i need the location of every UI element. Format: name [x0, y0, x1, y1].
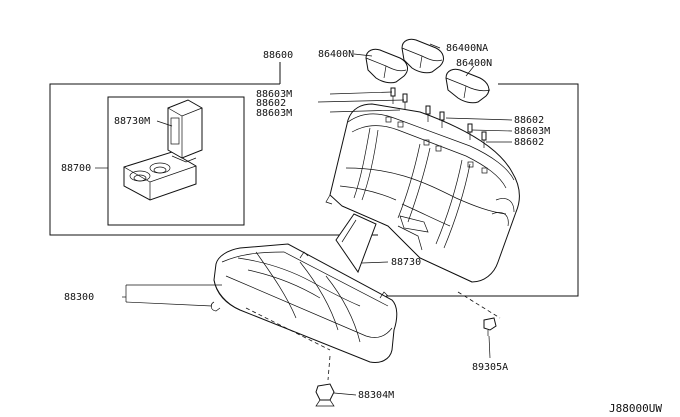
label-86400n-left: 86400N: [318, 49, 354, 60]
label-88304m: 88304M: [358, 390, 394, 401]
label-88603m-left: 88603M: [256, 108, 292, 119]
label-88602-right-bottom: 88602: [514, 137, 544, 148]
label-88600: 88600: [263, 50, 293, 61]
leader-lines: [95, 43, 513, 396]
assembly-frame: [49, 62, 579, 297]
diagram-reference-code: J88000UW: [609, 402, 662, 415]
label-88603m-top: 88603M: [256, 89, 292, 100]
label-86400n-right: 86400N: [456, 58, 492, 69]
label-88602-left: 88602: [256, 98, 286, 109]
label-88700: 88700: [61, 163, 91, 174]
label-88603m-right: 88603M: [514, 126, 550, 137]
seat-cushion-icon: [213, 243, 398, 363]
label-89305a: 89305A: [472, 362, 508, 373]
part-labels: 88600 86400N 86400NA 86400N 88603M 88602…: [61, 43, 662, 415]
relation-lines: [327, 291, 501, 381]
label-86400na: 86400NA: [446, 43, 488, 54]
armrest-icon: [123, 99, 203, 201]
label-88730m: 88730M: [114, 116, 150, 127]
headrest-icon: [365, 38, 491, 104]
cover-panel-icon: [335, 213, 389, 274]
label-88300: 88300: [64, 292, 94, 303]
label-88730: 88730: [391, 257, 421, 268]
clip-icon: [210, 301, 497, 407]
label-88602-right-top: 88602: [514, 115, 544, 126]
armrest-inset-box: [107, 96, 245, 226]
seat-back-icon: [325, 103, 520, 283]
